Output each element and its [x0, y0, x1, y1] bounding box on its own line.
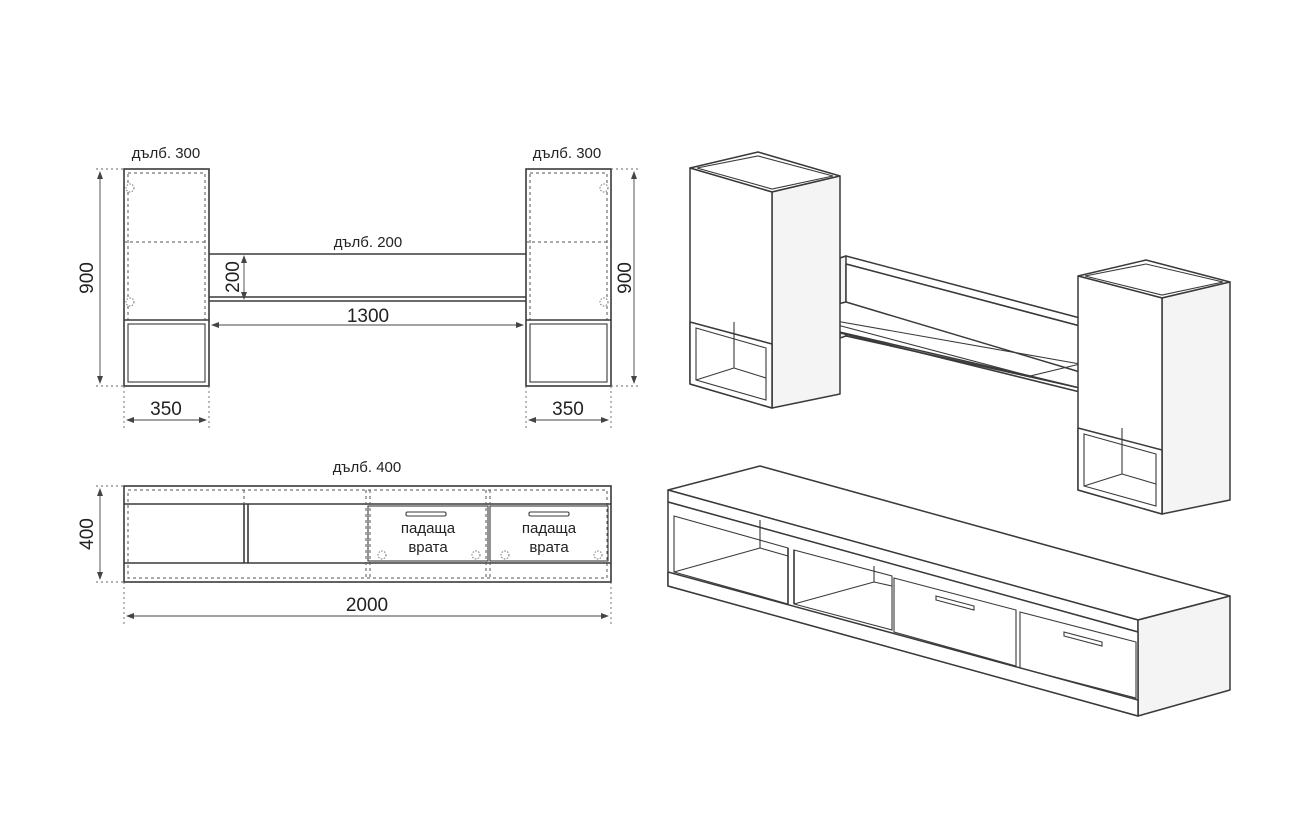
door-2-label-line1: падаща	[522, 520, 577, 537]
left-cabinet-depth-label: дълб. 300	[132, 145, 201, 162]
hinge-icon	[471, 550, 481, 560]
hinge-icon	[599, 297, 609, 307]
drop-door-1	[367, 505, 489, 562]
hinge-icon	[593, 550, 603, 560]
handle-icon	[528, 511, 570, 517]
tv-dimensions	[96, 485, 612, 624]
iso-left-cabinet	[689, 151, 841, 409]
left-height-label: 900	[77, 262, 98, 294]
shelf-width-label: 1300	[347, 306, 389, 327]
iso-wall-shelf	[795, 255, 1081, 393]
hinge-icon	[377, 550, 387, 560]
right-cabinet-front	[525, 168, 612, 387]
iso-right-cabinet	[1077, 259, 1231, 515]
handle-icon	[935, 595, 975, 611]
hinge-icon	[125, 183, 135, 193]
handle-icon	[405, 511, 447, 517]
door-2-label-line2: врата	[529, 539, 569, 556]
right-width-label: 350	[552, 399, 584, 420]
wall-dimensions	[96, 168, 640, 428]
tv-depth-label: дълб. 400	[333, 459, 402, 476]
drop-door-2	[489, 505, 609, 562]
tv-height-label: 400	[77, 518, 98, 550]
tv-width-label: 2000	[346, 595, 388, 616]
wall-shelf-front	[209, 253, 526, 302]
left-width-label: 350	[150, 399, 182, 420]
tv-unit-front	[123, 485, 612, 583]
right-height-label: 900	[615, 262, 636, 294]
right-cabinet-depth-label: дълб. 300	[533, 145, 602, 162]
handle-icon	[1063, 631, 1103, 647]
hinge-icon	[500, 550, 510, 560]
door-1-label-line1: падаща	[401, 520, 456, 537]
shelf-depth-label: дълб. 200	[334, 234, 403, 251]
hinge-icon	[125, 297, 135, 307]
hinge-icon	[599, 183, 609, 193]
shelf-height-label: 200	[223, 261, 244, 293]
iso-tv-unit	[667, 465, 1231, 717]
door-1-label-line2: врата	[408, 539, 448, 556]
left-cabinet-front	[123, 168, 210, 387]
